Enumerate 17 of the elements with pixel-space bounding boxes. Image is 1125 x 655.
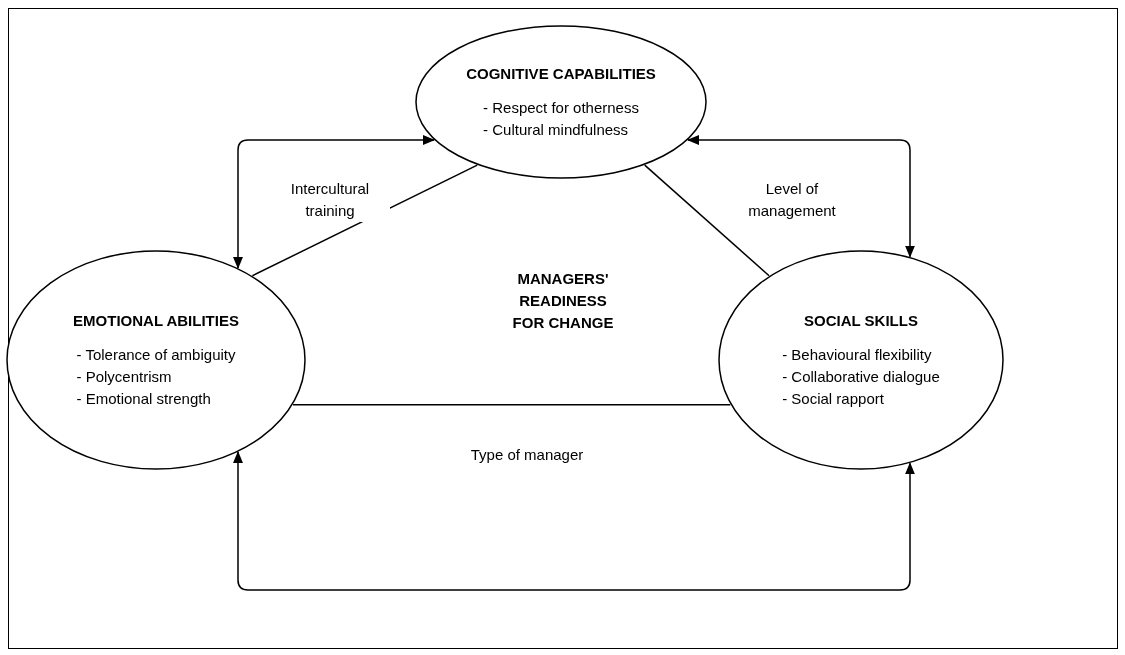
- arrow: [233, 135, 435, 269]
- bullet-item: - Polycentrism: [76, 367, 172, 388]
- arrow: [687, 135, 915, 258]
- node-title: SOCIAL SKILLS: [804, 310, 918, 331]
- bullet-item: - Collaborative dialogue: [782, 367, 940, 388]
- bullet-item: - Tolerance of ambiguity: [76, 345, 236, 366]
- arrow: [233, 451, 915, 591]
- bullet-item: - Respect for otherness: [483, 98, 639, 119]
- connector-line: [644, 164, 770, 277]
- bullet-item: - Social rapport: [782, 389, 884, 410]
- node-title: EMOTIONAL ABILITIES: [73, 310, 239, 331]
- center-heading: MANAGERS' READINESS FOR CHANGE: [511, 269, 615, 333]
- bullet-item: - Cultural mindfulness: [483, 120, 629, 141]
- node-title: COGNITIVE CAPABILITIES: [466, 63, 656, 84]
- bullet-item: - Behavioural flexibility: [782, 345, 932, 366]
- connector-line: [292, 404, 732, 406]
- bullet-item: - Emotional strength: [76, 389, 211, 410]
